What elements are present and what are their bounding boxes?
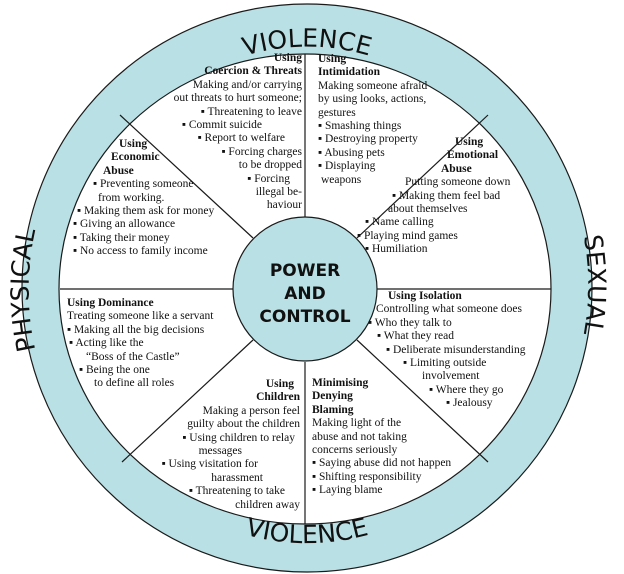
segment-line: “Boss of the Castle” bbox=[86, 350, 180, 363]
segment-bullet: ▪ Where they go bbox=[429, 383, 504, 396]
segment-bullet: ▪ Making them feel bad bbox=[392, 189, 501, 202]
segment-title: Using Dominance bbox=[67, 297, 154, 309]
ring-label-right: SEXUAL bbox=[578, 233, 611, 338]
segment-bullet: ▪ Forcing charges bbox=[221, 145, 302, 158]
segment-line: haviour bbox=[266, 199, 302, 212]
segment-bullet: ▪ Threatening to take bbox=[188, 485, 285, 498]
segment-line: children away bbox=[235, 498, 300, 511]
segment-line: to define all roles bbox=[94, 377, 175, 390]
segment-line: abuse and not taking bbox=[312, 430, 407, 443]
segment-title: Blaming bbox=[312, 403, 354, 416]
segment-line: Making and/or carrying bbox=[192, 78, 302, 91]
segment-line: from working. bbox=[98, 191, 165, 204]
segment-title: Using bbox=[318, 53, 347, 65]
segment-line: weapons bbox=[321, 173, 362, 186]
segment-bullet: ▪ No access to family income bbox=[73, 245, 208, 258]
segment-line: to be dropped bbox=[238, 159, 302, 172]
segment-bullet: ▪ Being the one bbox=[79, 364, 150, 377]
segment-line: Making light of the bbox=[312, 417, 402, 430]
segment-bullet: ▪ Shifting responsibility bbox=[312, 470, 422, 483]
segment-dominance: Using Dominance Treating someone like a … bbox=[67, 297, 214, 391]
segment-bullet: ▪ Using children to relay bbox=[182, 431, 295, 444]
segment-bullet: ▪ Laying blame bbox=[312, 484, 383, 497]
segment-bullet: ▪ Threatening to leave bbox=[200, 105, 302, 118]
segment-bullet: ▪ Using visitation for bbox=[161, 458, 258, 471]
segment-title: Using bbox=[455, 136, 484, 148]
segment-bullet: ▪ Limiting outside bbox=[403, 357, 487, 370]
segment-title: Intimidation bbox=[318, 66, 380, 79]
segment-bullet: ▪ Name calling bbox=[365, 216, 434, 229]
segment-bullet: ▪ Giving an allowance bbox=[73, 218, 176, 231]
segment-bullet: ▪ Taking their money bbox=[73, 231, 170, 244]
segment-bullet: ▪ Making them ask for money bbox=[77, 205, 215, 218]
segment-line: messages bbox=[198, 445, 242, 458]
segment-title: Using bbox=[265, 378, 294, 390]
segment-title: Abuse bbox=[441, 162, 472, 175]
segment-line: involvement bbox=[422, 370, 480, 383]
segment-title: Children bbox=[256, 391, 300, 404]
segment-bullet: ▪ Commit suicide bbox=[181, 119, 262, 132]
segment-title: Economic bbox=[111, 151, 160, 164]
segment-title: Minimising bbox=[312, 377, 369, 389]
segment-emotional-abuse: Using Emotional Abuse Putting someone do… bbox=[355, 136, 510, 257]
center-label-line-3: CONTROL bbox=[259, 307, 350, 327]
segment-title: Abuse bbox=[103, 164, 134, 177]
center-label-line-2: AND bbox=[284, 284, 326, 304]
segment-bullet: ▪ Abusing pets bbox=[318, 146, 385, 159]
segment-bullet: ▪ Smashing things bbox=[318, 120, 402, 133]
center-hub bbox=[232, 216, 378, 362]
segment-line: Putting someone down bbox=[405, 176, 511, 189]
segment-line: Controlling what someone does bbox=[376, 303, 522, 316]
segment-bullet: ▪ Displaying bbox=[318, 160, 376, 173]
segment-title: Denying bbox=[312, 390, 353, 403]
segment-line: gestures bbox=[318, 106, 356, 119]
segment-title: Using Isolation bbox=[388, 290, 462, 302]
segment-line: Making a person feel bbox=[202, 404, 300, 417]
segment-bullet: ▪ Jealousy bbox=[446, 397, 493, 410]
spoke-top-right bbox=[356, 114, 489, 239]
segment-title: Coercion & Threats bbox=[204, 65, 302, 78]
segment-line: concerns seriously bbox=[312, 444, 398, 457]
spoke-bottom-left bbox=[121, 339, 254, 463]
segment-line: about themselves bbox=[388, 203, 468, 216]
segment-line: Treating someone like a servant bbox=[67, 310, 214, 323]
segment-bullet: ▪ Humiliation bbox=[365, 243, 428, 256]
segment-line: out threats to hurt someone; bbox=[173, 92, 302, 105]
segment-isolation: Using Isolation Controlling what someone… bbox=[368, 290, 526, 411]
segment-bullet: ▪ What they read bbox=[377, 330, 454, 343]
segment-line: guilty about the children bbox=[187, 418, 300, 431]
segment-intimidation: Using Intimidation Making someone afraid… bbox=[318, 53, 427, 187]
segment-title: Emotional bbox=[447, 149, 499, 162]
segment-line: illegal be- bbox=[255, 186, 302, 199]
segment-bullet: ▪ Report to welfare bbox=[197, 132, 285, 145]
segment-minimising-denying-blaming: Minimising Denying Blaming Making light … bbox=[312, 377, 451, 498]
segment-bullet: ▪ Destroying property bbox=[318, 133, 418, 146]
segment-bullet: ▪ Acting like the bbox=[69, 337, 144, 350]
segment-economic-abuse: Using Economic Abuse ▪ Preventing someon… bbox=[73, 138, 214, 259]
center-label-line-1: POWER bbox=[270, 261, 340, 281]
segment-bullet: ▪ Who they talk to bbox=[368, 316, 452, 329]
segment-bullet: ▪ Forcing bbox=[247, 172, 290, 185]
segment-line: by using looks, actions, bbox=[318, 93, 427, 106]
segment-line: harassment bbox=[211, 471, 263, 484]
segment-bullet: ▪ Making all the big decisions bbox=[67, 323, 205, 336]
spoke-bottom-right bbox=[356, 339, 489, 463]
segment-coercion-threats: Using Coercion & Threats Making and/or c… bbox=[174, 52, 302, 213]
segment-children: Using Children Making a person feel guil… bbox=[162, 378, 300, 512]
segment-bullet: ▪ Deliberate misunderstanding bbox=[386, 343, 526, 356]
segment-bullet: ▪ Preventing someone bbox=[93, 178, 194, 191]
segment-bullet: ▪ Playing mind games bbox=[357, 229, 458, 242]
segment-line: Making someone afraid bbox=[318, 79, 428, 92]
segment-title: Using bbox=[273, 52, 302, 64]
segment-title: Using bbox=[119, 138, 148, 150]
segment-bullet: ▪ Saying abuse did not happen bbox=[312, 457, 452, 470]
spoke-top-left bbox=[119, 114, 254, 239]
